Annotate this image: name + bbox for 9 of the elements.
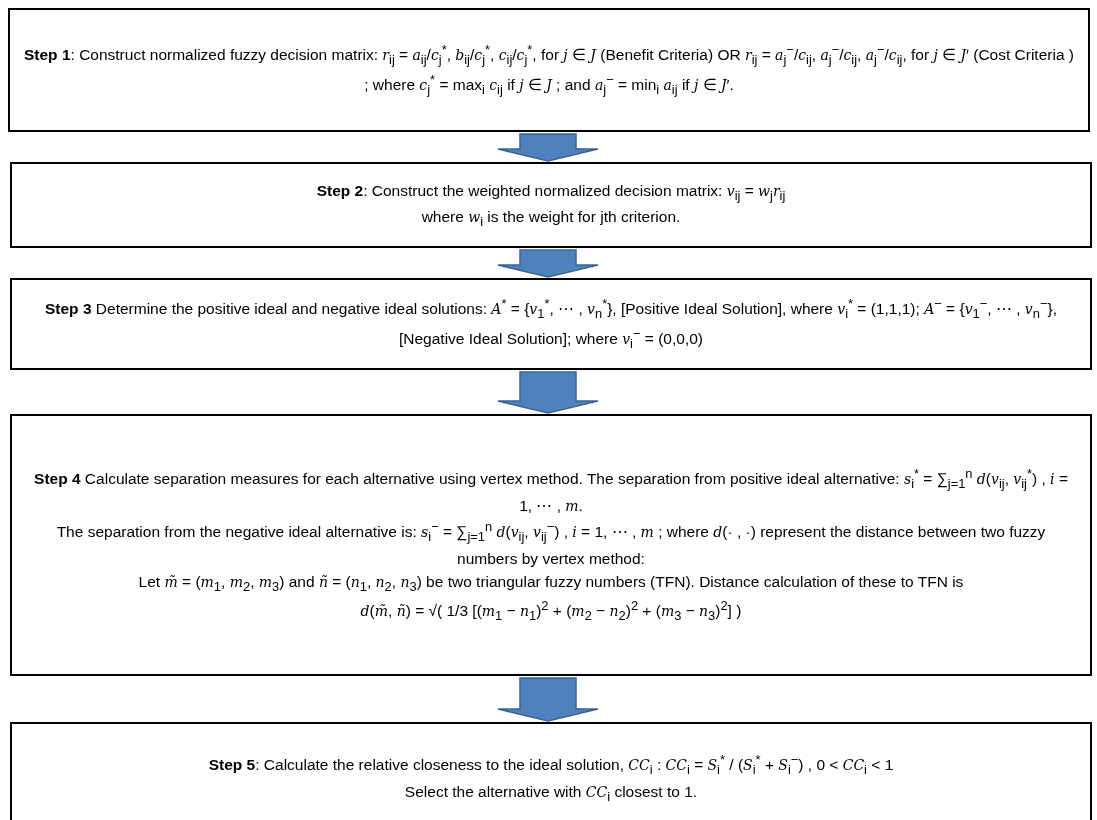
- block-arrow: [497, 677, 599, 722]
- block-arrow: [497, 133, 599, 162]
- step-box: [8, 8, 1090, 132]
- step-box: [10, 162, 1092, 248]
- step-box: [10, 278, 1092, 370]
- step-box: [10, 414, 1092, 676]
- block-arrow: [497, 371, 599, 414]
- block-arrow: [497, 249, 599, 278]
- step-box: [10, 722, 1092, 820]
